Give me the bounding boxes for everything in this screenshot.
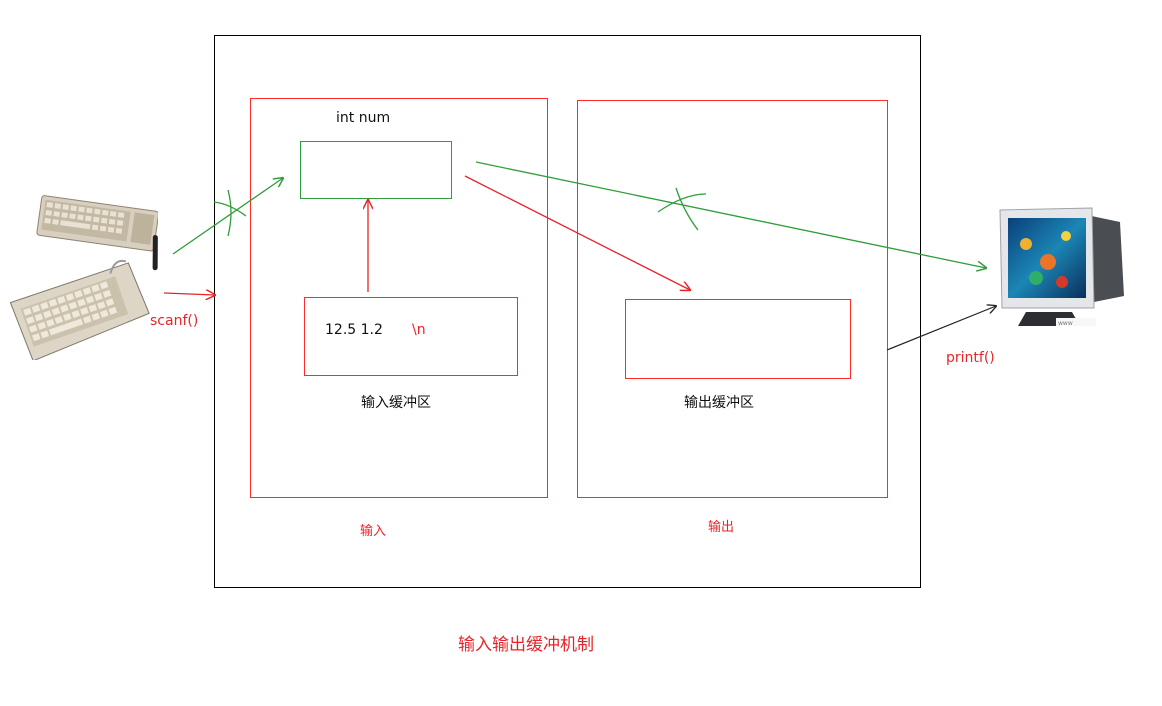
output-to-monitor-arrow	[886, 306, 996, 351]
cross-out-mark-input	[213, 189, 247, 237]
variable-to-monitor-arrow	[475, 161, 986, 268]
diagram-title: 输入输出缓冲机制	[458, 635, 594, 655]
output-region-label: 输出	[708, 520, 735, 535]
keyboard-to-input-arrow	[163, 293, 215, 295]
variable-label: int num	[336, 110, 391, 126]
monitor-icon: www	[999, 207, 1124, 327]
printf-label: printf()	[946, 350, 995, 366]
variable-to-output-buffer-arrow	[464, 175, 690, 290]
keyboard-icon	[9, 195, 158, 360]
input-region-label: 输入	[360, 524, 387, 539]
input-buffer-content: 12.5 1.2	[325, 322, 383, 338]
cross-out-mark-output	[657, 187, 707, 231]
output-buffer-label: 输出缓冲区	[684, 395, 754, 411]
input-region	[250, 98, 548, 498]
output-buffer-box	[625, 299, 851, 379]
num-variable-box	[300, 141, 452, 199]
keyboard-to-variable-arrow	[172, 178, 283, 255]
svg-text:www: www	[1058, 320, 1073, 327]
input-buffer-label: 输入缓冲区	[361, 395, 431, 411]
output-region	[577, 100, 888, 498]
outer-frame	[214, 35, 921, 588]
input-buffer-box	[304, 297, 518, 376]
newline-char: \n	[412, 322, 426, 338]
scanf-label: scanf()	[150, 313, 199, 329]
